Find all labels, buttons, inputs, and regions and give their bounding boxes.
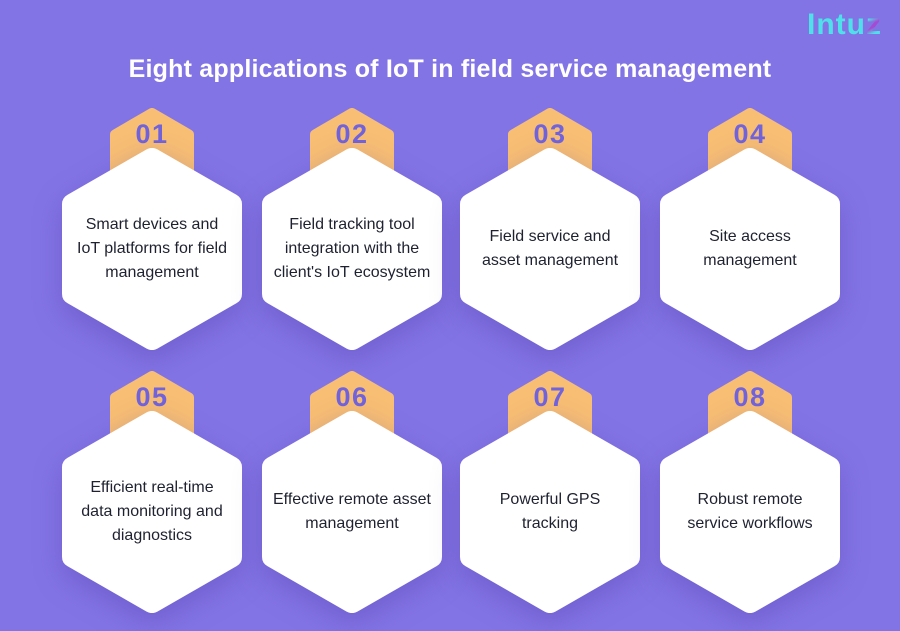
card-hexagon-1: Smart devices and IoT platforms for fiel… [62,148,242,350]
card-hexagon-5: Efficient real-time data monitoring and … [62,411,242,613]
card-label: Site access management [703,228,797,269]
badge-number: 01 [135,119,169,149]
card-label: Powerful GPS tracking [499,491,601,532]
card-hexagon-shape [62,148,242,350]
card-hexagon-shape [262,411,442,613]
badge-number: 03 [533,119,567,149]
card-label: Efficient real-time data monitoring and … [81,479,223,544]
card-hexagon-shape [62,411,242,613]
badge-number: 04 [733,119,767,149]
intuz-logo-z: z [866,8,882,41]
iot-application-card-7: 07 Powerful GPS tracking [452,371,648,621]
card-label: Field service and asset management [481,228,619,269]
badge-number: 02 [335,119,369,149]
intuz-logo-text: Intu [807,8,866,41]
card-label: Robust remote service workflows [687,491,813,532]
badge-number: 06 [335,382,369,412]
card-hexagon-shape [660,148,840,350]
badge-number: 05 [135,382,169,412]
card-hexagon-shape [460,411,640,613]
badge-number: 07 [533,382,567,412]
iot-application-card-3: 03 Field service and asset management [452,108,648,358]
iot-application-card-6: 06 Effective remote asset management [254,371,450,621]
iot-application-card-1: 01 Smart devices and IoT platforms for f… [54,108,250,358]
intuz-logo: Intuz [807,10,882,40]
card-hexagon-shape [460,148,640,350]
card-hexagon-3: Field service and asset management [460,148,640,350]
card-hexagon-6: Effective remote asset management [262,411,442,613]
iot-application-card-8: 08 Robust remote service workflows [652,371,848,621]
iot-application-card-5: 05 Efficient real-time data monitoring a… [54,371,250,621]
card-hexagon-shape [660,411,840,613]
iot-application-card-2: 02 Field tracking tool integration with … [254,108,450,358]
card-label: Effective remote asset management [273,491,431,532]
badge-number: 08 [733,382,767,412]
iot-application-card-4: 04 Site access management [652,108,848,358]
card-hexagon-shape [262,148,442,350]
page-title: Eight applications of IoT in field servi… [128,55,772,83]
card-label: Smart devices and IoT platforms for fiel… [77,216,227,281]
card-hexagon-7: Powerful GPS tracking [460,411,640,613]
card-hexagon-8: Robust remote service workflows [660,411,840,613]
card-hexagon-4: Site access management [660,148,840,350]
card-label: Field tracking tool integration with the… [273,216,431,281]
card-hexagon-2: Field tracking tool integration with the… [262,148,442,350]
